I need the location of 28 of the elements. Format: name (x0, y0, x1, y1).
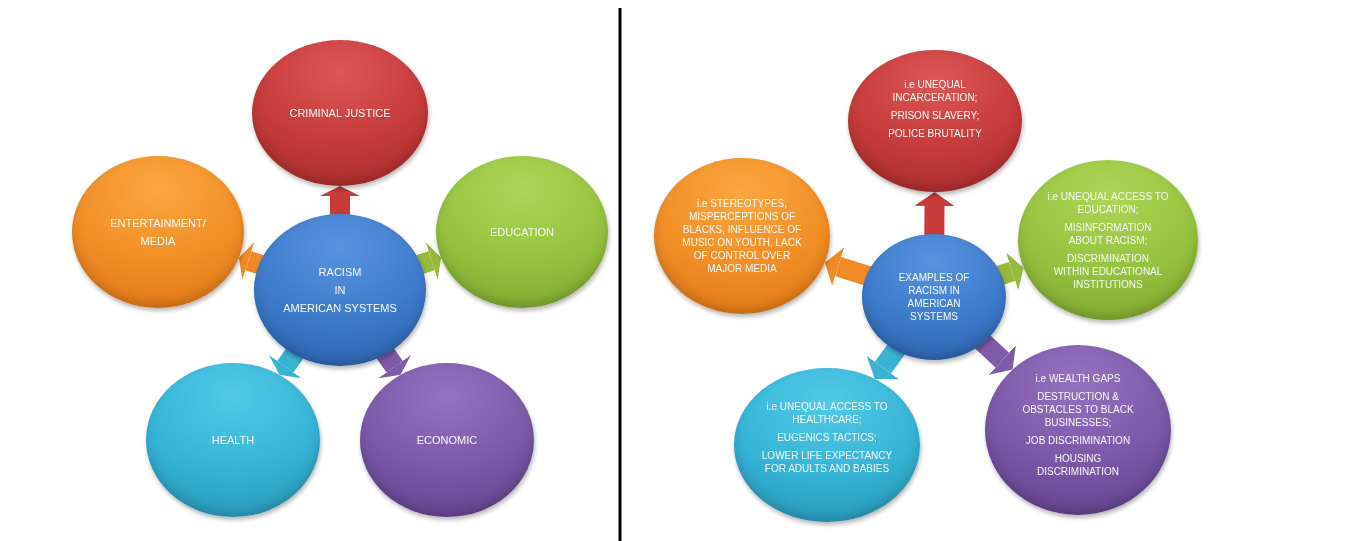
circle-label: ECONOMIC (416, 433, 478, 448)
circle-label: i.e UNEQUAL ACCESS TO HEALTHCARE; (765, 399, 889, 426)
block-arrow (320, 186, 360, 217)
circle-label: EUGENICS TACTICS; (777, 430, 877, 444)
block-arrow (824, 247, 873, 286)
block-arrow (995, 252, 1024, 291)
circle-label: HEALTH (211, 433, 255, 448)
circle-label: DISCRIMINATION WITHIN EDUCATIONAL INSTITUTIONS (1052, 251, 1164, 291)
circle-label: LOWER LIFE EXPECTANCY FOR ADULTS AND BABIES (760, 448, 894, 475)
circle-label: MISINFORMATION ABOUT RACISM; (1063, 220, 1153, 247)
hub-label: IN (334, 283, 346, 298)
hub-label: EXAMPLES OF RACISM IN AMERICAN SYSTEMS (897, 271, 971, 323)
circle-label: JOB DISCRIMINATION (1025, 434, 1131, 447)
circle-label: HOUSING DISCRIMINATION (1035, 452, 1120, 478)
circle-label: i.e UNEQUAL INCARCERATION; (891, 78, 979, 104)
circle-label: EDUCATION (490, 225, 554, 240)
circle-label: ENTERTAINMENT/ MEDIA (109, 216, 207, 249)
circle-label: PRISON SLAVERY; (890, 109, 980, 122)
hub-label: AMERICAN SYSTEMS (283, 301, 397, 316)
circle-label: POLICE BRUTALITY (888, 127, 982, 140)
circle-label: CRIMINAL JUSTICE (289, 106, 391, 121)
circle-label: i.e STEREOTYPES, MISPERCEPTIONS OF BLACKS, INFLUENCE OF MUSIC ON YOUTH, LACK OF CONTROL OVER MAJOR MEDIA (681, 197, 803, 275)
block-arrow (415, 241, 442, 280)
block-arrow (238, 241, 265, 280)
hub-label: RACISM (318, 265, 362, 280)
circle-label: i.e WEALTH GAPS (1035, 372, 1121, 385)
circle-label: DESTRUCTION & OBSTACLES TO BLACK BUSINESSES; (1021, 390, 1135, 429)
circle-label: i.e UNEQUAL ACCESS TO EDUCATION; (1046, 189, 1170, 216)
